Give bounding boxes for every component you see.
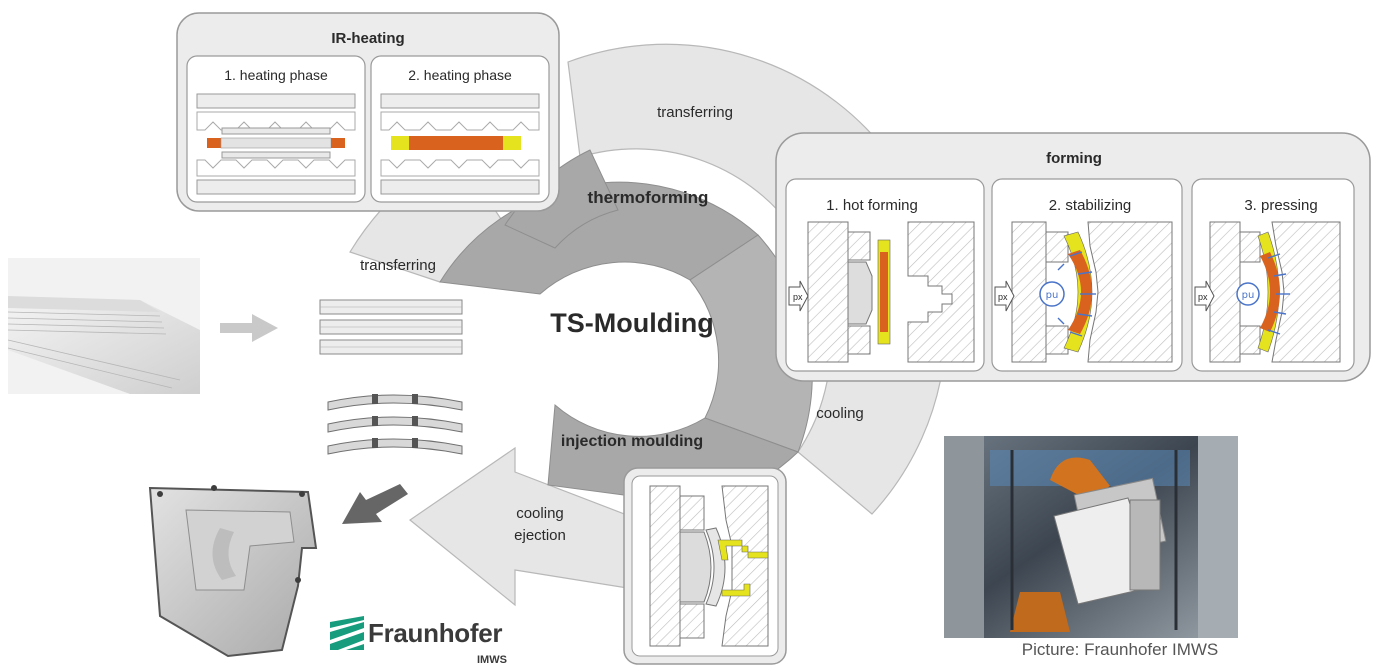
- heating-phase-2-box: 2. heating phase: [370, 55, 550, 203]
- sandwich-sheet-image: [7, 258, 200, 394]
- injection-mould-box: [623, 467, 787, 665]
- finished-part-image: [148, 485, 318, 658]
- cooling-ejection-arrow: [408, 446, 641, 607]
- forming-step-1-px: px: [793, 292, 803, 302]
- fraunhofer-brand-name: Fraunhofer: [368, 618, 503, 648]
- forming-step-2-px: px: [998, 292, 1008, 302]
- ring-label-cooling: cooling: [816, 405, 864, 422]
- curved-layers-stack: [327, 394, 463, 455]
- input-arrow-icon: [220, 314, 278, 342]
- forming-step-1-label: 1. hot forming: [826, 197, 918, 214]
- diagram-title: TS-Moulding: [550, 308, 713, 338]
- forming-step-2-box: 2. stabilizing pu px: [991, 178, 1183, 372]
- forming-panel: forming 1. hot forming px 2. stabilizing: [775, 132, 1371, 382]
- forming-step-3-label: 3. pressing: [1244, 197, 1317, 214]
- ring-label-transferring-left: transferring: [360, 257, 436, 274]
- flat-layers-stack: [319, 299, 463, 355]
- ring-label-transferring-top: transferring: [657, 104, 733, 121]
- forming-step-2-label: 2. stabilizing: [1049, 197, 1132, 214]
- forming-step-3-px: px: [1198, 292, 1208, 302]
- fraunhofer-brand-sub: IMWS: [477, 654, 507, 666]
- ir-heating-title: IR-heating: [331, 30, 404, 47]
- label-cooling-ejection-2: ejection: [514, 527, 566, 544]
- heating-phase-1-label: 1. heating phase: [224, 67, 328, 83]
- forming-step-2-pu: pu: [1046, 290, 1059, 301]
- forming-step-3-pu: pu: [1242, 290, 1255, 301]
- fraunhofer-logo-icon: [330, 616, 364, 650]
- forming-step-3-box: 3. pressing pu px: [1191, 178, 1355, 372]
- photo-caption: Picture: Fraunhofer IMWS: [1021, 640, 1219, 659]
- forming-step-1-box: 1. hot forming px: [785, 178, 985, 372]
- robot-cell-photo: [944, 436, 1238, 638]
- ir-heating-panel: IR-heating 1. heating phase 2. heating p…: [176, 12, 560, 212]
- heating-phase-1-box: 1. heating phase: [186, 55, 366, 203]
- output-arrow-icon: [342, 484, 408, 524]
- heating-phase-2-label: 2. heating phase: [408, 67, 512, 83]
- ring-label-injection-moulding: injection moulding: [561, 433, 703, 450]
- forming-title: forming: [1046, 150, 1102, 167]
- ring-label-thermoforming: thermoforming: [588, 188, 709, 207]
- label-cooling-ejection-1: cooling: [516, 505, 564, 522]
